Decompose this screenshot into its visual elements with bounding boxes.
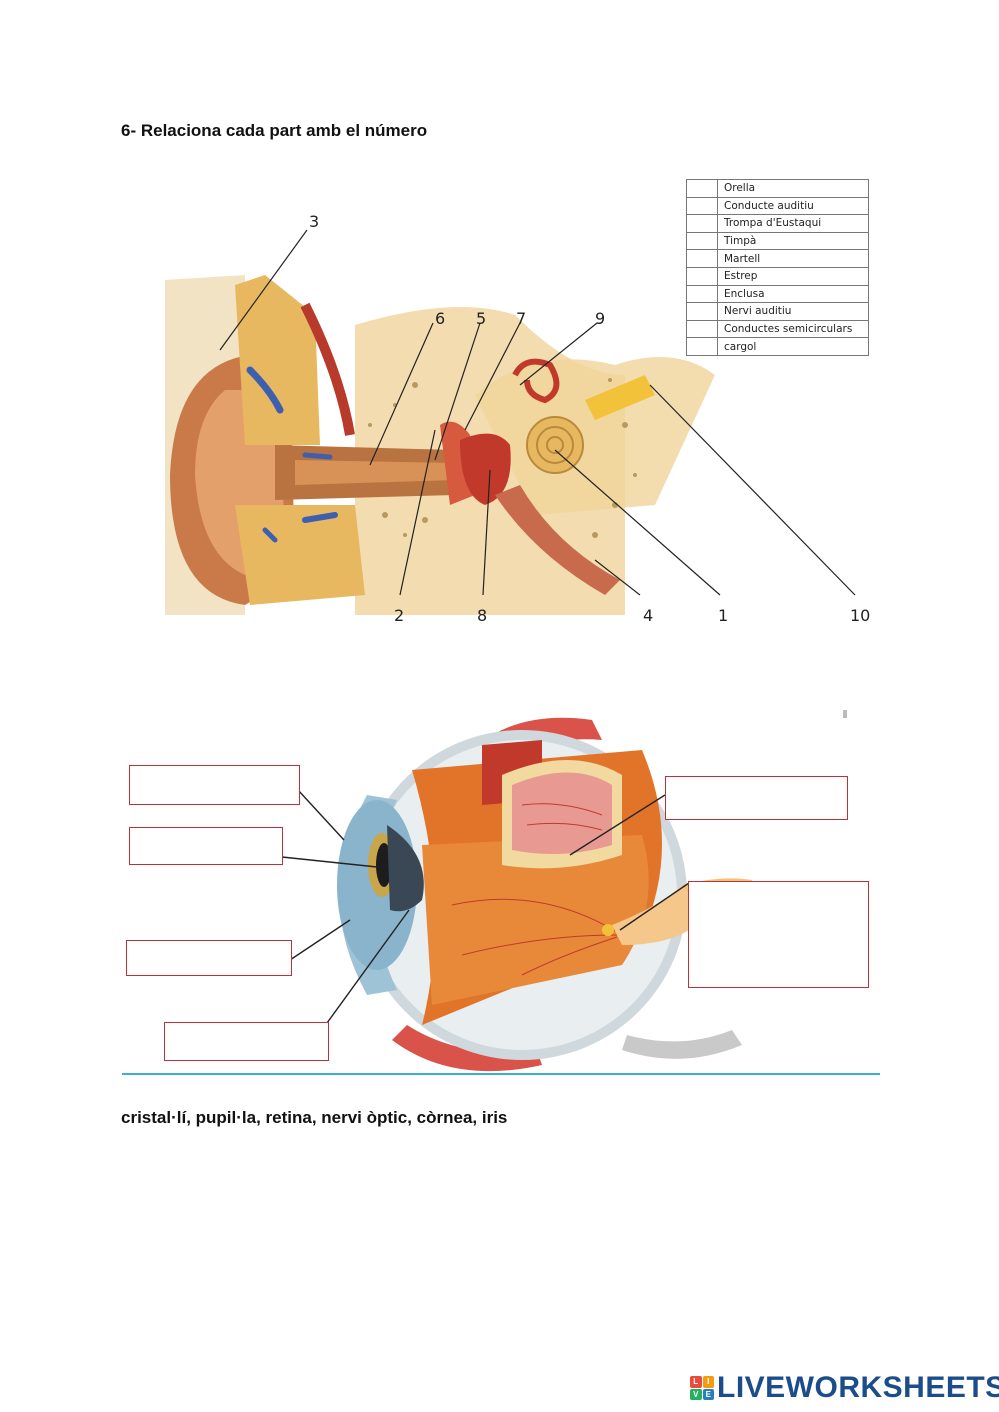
ear-diagram: 3 6 5 7 9 2 8 4 1 10 [165,212,870,625]
liveworksheets-logo: L I V E LIVEWORKSHEETS [690,1371,999,1404]
logo-text: LIVEWORKSHEETS [717,1371,999,1404]
ear-number-8: 8 [477,606,487,625]
answer-cell[interactable] [686,319,718,339]
table-row: Conducte auditiu [686,196,869,216]
table-row: Conductes semicirculars [686,319,869,339]
table-row: Martell [686,249,869,268]
answer-cell[interactable] [686,231,718,251]
ear-number-4: 4 [643,606,653,625]
ear-number-9: 9 [595,309,605,328]
table-row: Orella [686,179,869,198]
answer-cell[interactable] [686,266,718,286]
ear-number-1: 1 [718,606,728,625]
eye-diagram [281,717,752,1072]
logo-icon: L I V E [690,1376,714,1400]
table-row: Nervi auditiu [686,302,869,321]
eye-answer-box-1[interactable] [129,765,300,805]
answer-cell[interactable] [686,284,718,304]
eye-answer-box-4[interactable] [164,1022,329,1061]
exercise-heading: 6- Relaciona cada part amb el número [121,121,428,140]
table-row: Timpà [686,231,869,251]
answer-cell[interactable] [686,249,718,268]
table-row: Estrep [686,266,869,286]
ear-number-3: 3 [309,212,319,231]
answer-cell[interactable] [686,337,718,356]
table-row: cargol [686,337,869,356]
table-row: Enclusa [686,284,869,304]
ear-number-2: 2 [394,606,404,625]
ear-number-7: 7 [516,309,526,328]
answer-cell[interactable] [686,302,718,321]
eye-answer-box-2[interactable] [129,827,283,865]
ear-parts-table: Orella Conducte auditiu Trompa d'Eustaqu… [686,179,869,356]
eye-answer-box-3[interactable] [126,940,292,976]
eye-answer-box-6[interactable] [688,881,869,988]
word-bank: cristal·lí, pupil·la, retina, nervi òpti… [121,1108,508,1127]
eye-answer-box-5[interactable] [665,776,848,820]
answer-cell[interactable] [686,179,718,198]
ear-number-10: 10 [850,606,870,625]
answer-cell[interactable] [686,214,718,233]
table-row: Trompa d'Eustaqui [686,214,869,233]
ear-number-6: 6 [435,309,445,328]
corner-marker [843,710,847,718]
divider-line [122,1073,880,1075]
ear-number-5: 5 [476,309,486,328]
answer-cell[interactable] [686,196,718,216]
